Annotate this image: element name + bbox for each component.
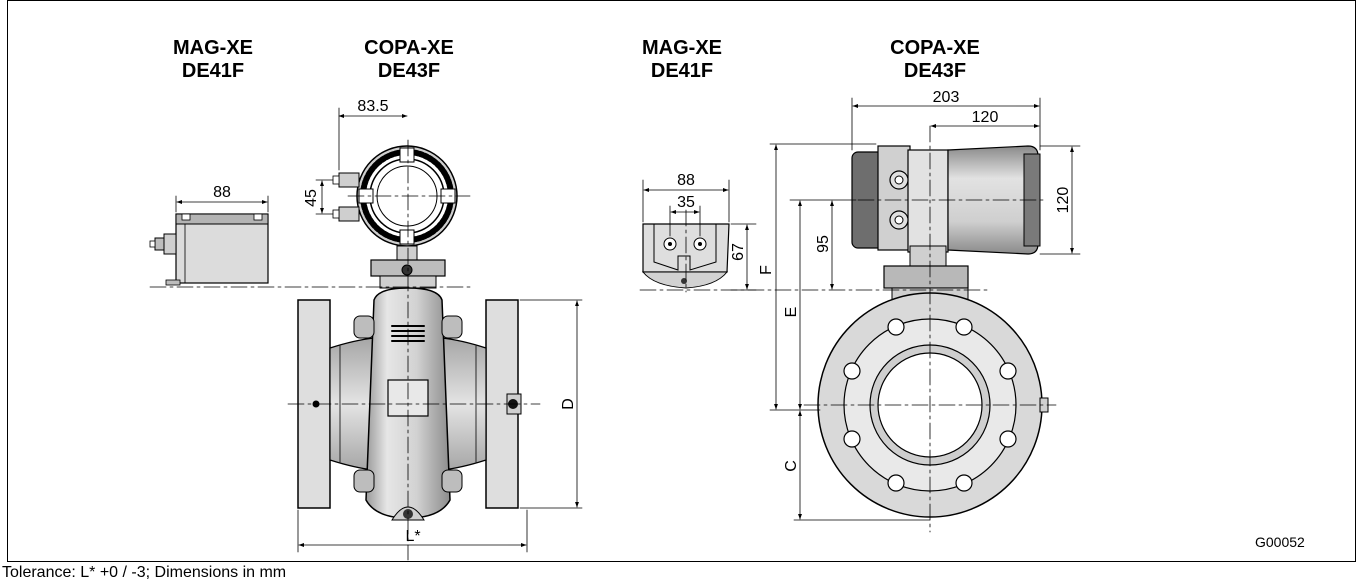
left-transmitter-head [332, 145, 458, 289]
header-left-copa: COPA-XE DE43F [334, 37, 484, 83]
header-right-mag-name: MAG-XE [642, 37, 722, 59]
dim-center-height: 95 [815, 235, 832, 253]
dim-right-gland-spacing: 35 [677, 194, 695, 211]
dim-height-e: E [783, 307, 800, 318]
header-left-mag: MAG-XE DE41F [148, 37, 278, 83]
right-dimension-lines [642, 97, 1081, 521]
dim-height-c: C [783, 460, 800, 472]
header-right-copa-model: DE43F [903, 60, 967, 82]
header-right-mag-model: DE41F [650, 60, 714, 82]
dim-head-height: 120 [1055, 187, 1072, 214]
dim-head-width: 120 [972, 109, 999, 126]
dim-total-width: 203 [933, 89, 960, 106]
dim-length-label: L* [405, 528, 420, 545]
dim-left-gland-spacing: 45 [303, 189, 320, 207]
left-centerlines [149, 139, 541, 561]
header-right-copa: COPA-XE DE43F [860, 37, 1010, 83]
right-transmitter-head [851, 145, 1041, 303]
right-centerlines [639, 125, 1057, 533]
dimension-labels: 83.5 88 45 D L* 88 35 67 F 203 120 120 9… [213, 89, 1072, 545]
dim-diameter-label: D [560, 398, 577, 410]
left-junction-box [149, 213, 269, 286]
dim-right-junction-height: 67 [730, 243, 747, 261]
header-left-copa-name: COPA-XE [364, 37, 454, 59]
dim-right-junction-width: 88 [677, 172, 695, 189]
header-left-mag-name: MAG-XE [173, 37, 253, 59]
header-left-copa-model: DE43F [377, 60, 441, 82]
header-left-mag-model: DE41F [181, 60, 245, 82]
dim-offset-f: F [758, 265, 775, 275]
dim-left-junction-width: 88 [213, 184, 231, 201]
header-right-copa-name: COPA-XE [890, 37, 980, 59]
dim-left-transmitter-width: 83.5 [357, 98, 388, 115]
drawing-code: G00052 [1255, 534, 1305, 550]
left-dimension-lines [175, 107, 583, 553]
drawing-frame [7, 0, 1356, 562]
header-right-mag: MAG-XE DE41F [617, 37, 747, 83]
footer-note: Tolerance: L* +0 / -3; Dimensions in mm [2, 564, 287, 581]
